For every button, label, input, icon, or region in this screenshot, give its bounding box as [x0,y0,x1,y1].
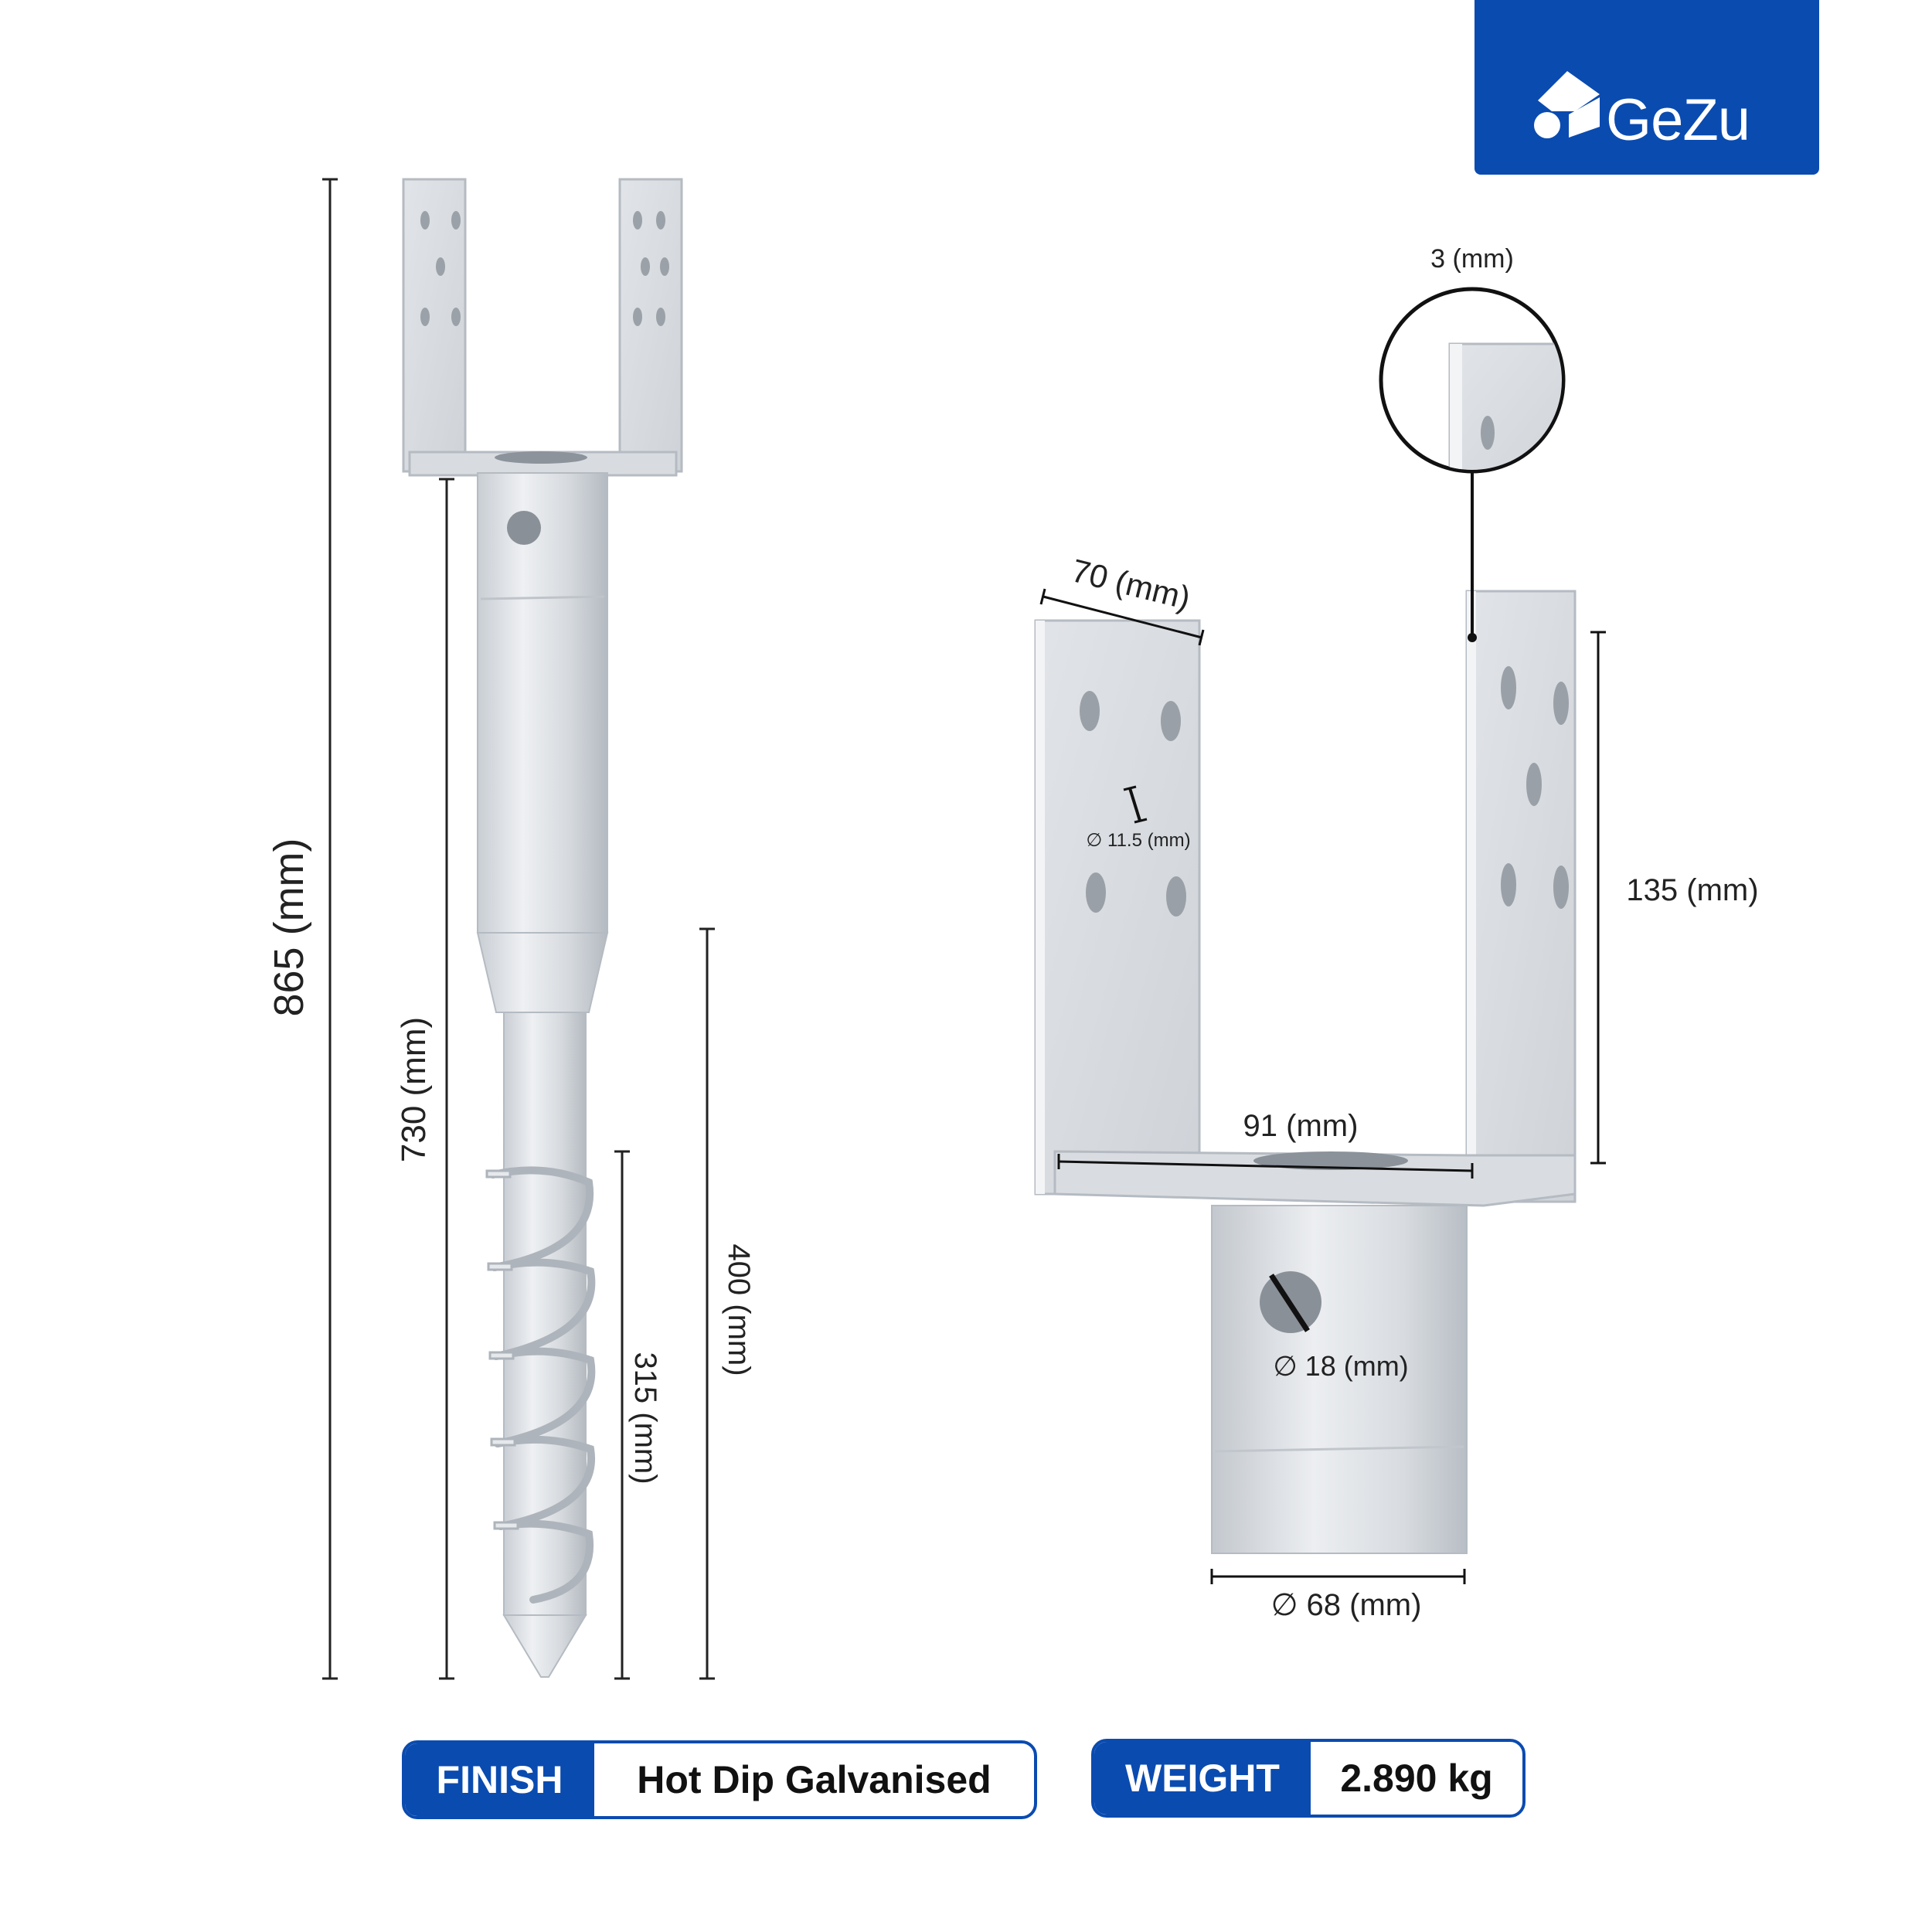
ground-screw-full-view [402,178,683,1678]
tube-diameter-label: ∅ 68 (mm) [1271,1588,1422,1622]
detail-tube [1211,1205,1468,1554]
inner-width-label: 91 (mm) [1243,1109,1359,1143]
plate-height-label: 135 (mm) [1626,873,1758,907]
house-logo-icon [1534,71,1600,138]
weight-badge-label: WEIGHT [1094,1742,1311,1815]
right-dimension-lines [1039,473,1606,1584]
spike-tip [502,1614,587,1678]
small-hole-label: ∅ 11.5 (mm) [1086,830,1190,851]
weight-badge-value: 2.890 kg [1340,1757,1493,1800]
tube-taper [476,932,609,1013]
total-height-label: 865 (mm) [266,838,312,1016]
screw-length-label: 315 (mm) [628,1352,662,1484]
bracket-right-plate [618,178,683,473]
bracket-detail-view [1034,287,1577,1554]
gezu-logo: GeZu [1475,0,1819,175]
finish-badge-label: FINISH [405,1743,594,1816]
weight-badge: WEIGHT 2.890 kg [1091,1739,1526,1818]
spike-length-label: 400 (mm) [722,1243,756,1376]
brand-name: GeZu [1606,87,1750,153]
screw-thread [489,1166,596,1604]
tube-height-label: 730 (mm) [395,1017,433,1162]
main-tube [477,472,608,934]
finish-badge-value: Hot Dip Galvanised [637,1758,992,1801]
thickness-label: 3 (mm) [1430,244,1514,274]
finish-badge: FINISH Hot Dip Galvanised [402,1740,1037,1819]
large-hole-label: ∅ 18 (mm) [1273,1350,1408,1382]
left-dimension-lines [322,178,715,1680]
